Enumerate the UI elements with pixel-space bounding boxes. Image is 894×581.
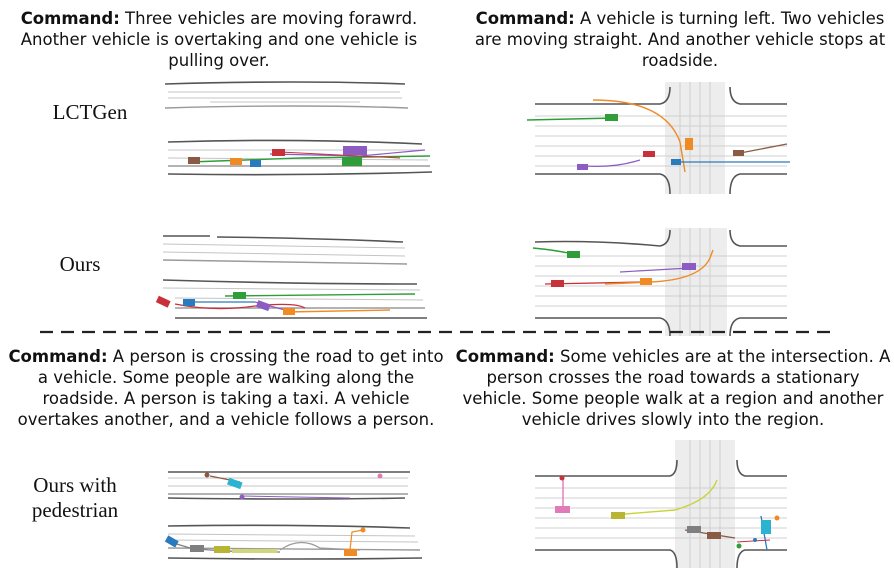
row-label-line2: pedestrian [31,498,119,522]
command-body: A vehicle is turning left. Two vehicles … [474,9,886,70]
vehicle-green [567,251,580,258]
vehicle-yellowgreen [232,549,277,553]
vehicle-purple [255,300,271,312]
command-label: Command: [455,347,555,366]
vehicle-green [342,157,362,166]
vehicle-purple [577,164,588,170]
vehicle-red [643,151,655,157]
vehicle-cyan [761,520,771,534]
row-label-line1: Ours with [33,473,117,497]
vehicle-blue [183,299,195,306]
vehicle-red [272,149,285,156]
vehicle-orange [344,549,357,556]
row-label-lctgen: LCTGen [52,100,128,124]
scene-pedestrian-straight [164,471,423,560]
scene-lctgen-straight [164,81,433,176]
pedestrian-brown [204,472,210,478]
vehicle-purple [682,263,696,270]
vehicle-green [605,114,618,121]
command-text-3: Command: A person is crossing the road t… [4,346,448,430]
scene-ours-straight [155,235,427,319]
vehicle-red [155,295,171,308]
command-body: Some vehicles are at the intersection. A… [462,347,891,429]
vehicle-orange [685,138,693,150]
scene-pedestrian-intersection [535,440,787,569]
vehicle-purple [343,146,367,155]
vehicle-brown [188,157,200,164]
command-text-1: Command: Three vehicles are moving foraw… [4,8,434,71]
pedestrian-orange [360,527,366,533]
pedestrian-orange [774,515,780,521]
vehicle-blue [164,535,179,548]
pedestrian-red [559,475,565,481]
vehicle-olive [214,546,230,553]
vehicle-pink [555,506,570,513]
scene-ours-intersection [532,228,787,337]
vehicle-orange [283,308,295,315]
pedestrian-green [736,543,742,549]
vehicle-olive [611,512,625,519]
command-label: Command: [475,9,575,28]
command-body: Three vehicles are moving forawrd. Anoth… [20,9,418,70]
vehicle-brown [707,532,721,539]
vehicle-green [233,292,246,299]
command-label: Command: [20,9,120,28]
vehicle-orange [640,278,652,285]
vehicle-gray [687,526,701,533]
pedestrian-pink [377,473,383,479]
pedestrian-purple [239,494,245,500]
vehicle-gray [190,545,204,552]
scene-lctgen-intersection [526,82,790,195]
row-label-ours-with-pedestrian: Ours with pedestrian [10,473,140,523]
vehicle-brown [733,150,744,156]
section-divider [40,330,830,334]
row-label-ours: Ours [59,252,101,276]
command-body: A person is crossing the road to get int… [17,347,444,429]
vehicle-red [551,280,564,287]
vehicle-orange [230,158,242,165]
pedestrian-blue [753,538,757,542]
vehicle-blue [250,160,261,167]
vehicle-cyan [227,477,243,490]
command-label: Command: [8,347,108,366]
command-text-2: Command: A vehicle is turning left. Two … [470,8,890,71]
command-text-4: Command: Some vehicles are at the inters… [452,346,894,430]
vehicle-blue [671,159,681,165]
